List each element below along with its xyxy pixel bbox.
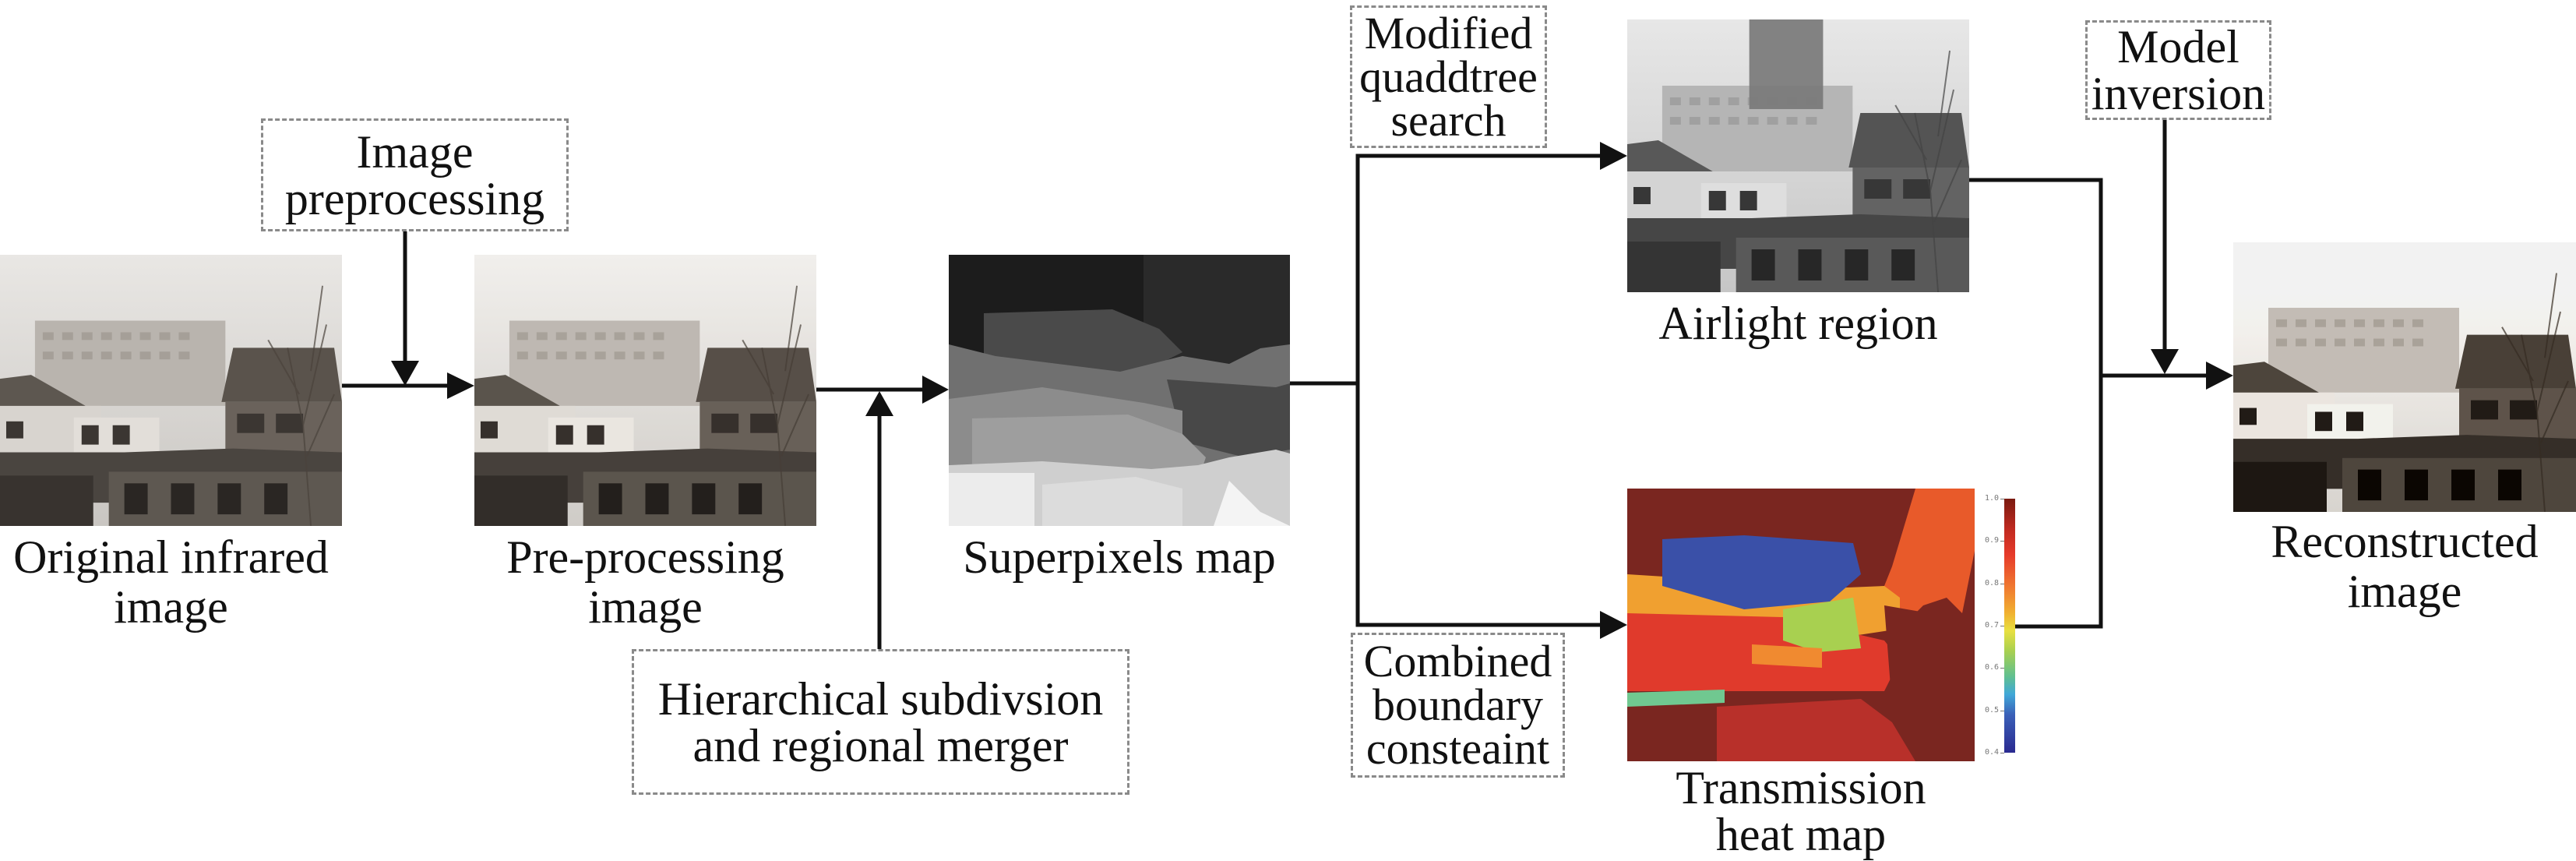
colorbar-tick-label: 1.0 <box>1985 494 2000 503</box>
heatmap-render <box>1627 489 1975 761</box>
label-line: Original infrared <box>13 531 329 583</box>
op-label-line: boundary <box>1372 679 1544 730</box>
op-modified-quadtree-search: Modified quaddtree search <box>1350 5 1547 148</box>
colorbar-tick-mark <box>2000 541 2004 542</box>
superpixels-map <box>949 255 1290 526</box>
label-line: image <box>2347 566 2462 617</box>
edge-airlight-to-merge <box>1969 178 2103 629</box>
op-label-line: search <box>1390 94 1506 146</box>
op-label-line: Combined <box>1363 636 1552 686</box>
op-label-line: consteaint <box>1366 723 1550 774</box>
op-label-line: and regional merger <box>692 719 1069 771</box>
label-line: Pre-processing <box>506 531 784 583</box>
edge-branch-bottom <box>1355 383 1601 627</box>
label-line: Airlight region <box>1658 298 1938 349</box>
superpixels-render <box>949 255 1290 526</box>
transmission-heat-map <box>1627 489 1975 761</box>
arrowhead-inversion-op <box>2151 349 2179 374</box>
superpixels-map-label: Superpixels map <box>910 532 1329 582</box>
heat-region <box>1876 489 1975 637</box>
superpixel-region <box>949 473 1034 526</box>
arrowhead-airlight <box>1600 142 1627 170</box>
reconstructed-image <box>2233 242 2576 512</box>
op-hierarchical-subdivision: Hierarchical subdivsion and regional mer… <box>632 649 1129 795</box>
superpixel-region <box>1167 379 1290 457</box>
arrowhead-hierarchical-op <box>865 391 893 416</box>
arrowhead-superpixels <box>922 376 949 404</box>
op-label-line: Image <box>356 125 474 178</box>
superpixel-region <box>1214 481 1290 526</box>
arrowhead-preprocessed <box>447 372 474 399</box>
preprocessed-image <box>474 255 816 526</box>
colorbar-tick-label: 0.5 <box>1985 705 2000 715</box>
op-label-line: quaddtree <box>1359 51 1538 102</box>
heat-region <box>1752 644 1822 668</box>
airlight-image-render <box>1627 19 1969 292</box>
label-line: image <box>114 581 228 633</box>
op-label-line: inversion <box>2091 68 2266 119</box>
op-image-preprocessing: Image preprocessing <box>261 118 569 231</box>
label-line: image <box>588 581 703 633</box>
label-line: Reconstructed <box>2271 516 2539 567</box>
op-label-line: Model <box>2117 21 2239 72</box>
transmission-heat-map-label: Transmission heat map <box>1606 764 1996 858</box>
colorbar-tick-label: 0.4 <box>1985 748 2000 757</box>
colorbar-tick-mark <box>2000 668 2004 669</box>
op-label-line: Hierarchical subdivsion <box>657 672 1104 725</box>
heat-region <box>1783 598 1861 652</box>
op-label-line: preprocessing <box>284 172 545 224</box>
airlight-region-label: Airlight region <box>1604 298 1993 348</box>
op-label-line: Modified <box>1364 7 1533 58</box>
heat-region <box>1717 699 1915 761</box>
colorbar-tick-label: 0.9 <box>1985 536 2000 545</box>
original-infrared-image <box>0 255 342 526</box>
colorbar <box>2004 499 2015 753</box>
airlight-region-image <box>1627 19 1969 292</box>
edge-branch-top <box>1355 153 1601 383</box>
heat-region <box>1627 690 1725 707</box>
op-combined-boundary-constraint: Combined boundary consteaint <box>1351 633 1565 778</box>
airlight-highlight <box>1749 19 1824 109</box>
label-line: heat map <box>1715 809 1887 860</box>
arrowhead-reconstructed <box>2206 362 2233 390</box>
heat-region <box>1884 605 1975 761</box>
arrowhead-transmission <box>1600 611 1627 639</box>
preprocessed-image-label: Pre-processing image <box>474 532 816 632</box>
reconstructed-image-label: Reconstructed image <box>2220 517 2576 616</box>
preprocessed-image-render <box>474 255 816 526</box>
colorbar-tick-label: 0.8 <box>1985 578 2000 588</box>
reconstructed-image-render <box>2233 242 2576 512</box>
heat-region <box>1662 535 1861 609</box>
op-model-inversion: Model inversion <box>2085 20 2271 120</box>
arrowhead-preprocessing-op <box>391 361 419 386</box>
colorbar-tick-label: 0.7 <box>1985 621 2000 630</box>
superpixel-region <box>984 309 1182 372</box>
label-line: Superpixels map <box>963 531 1276 583</box>
colorbar-tick-label: 0.6 <box>1985 663 2000 672</box>
superpixel-region <box>1042 477 1182 526</box>
original-image-render <box>0 255 342 526</box>
original-image-label: Original infrared image <box>0 532 350 632</box>
label-line: Transmission <box>1676 762 1926 813</box>
